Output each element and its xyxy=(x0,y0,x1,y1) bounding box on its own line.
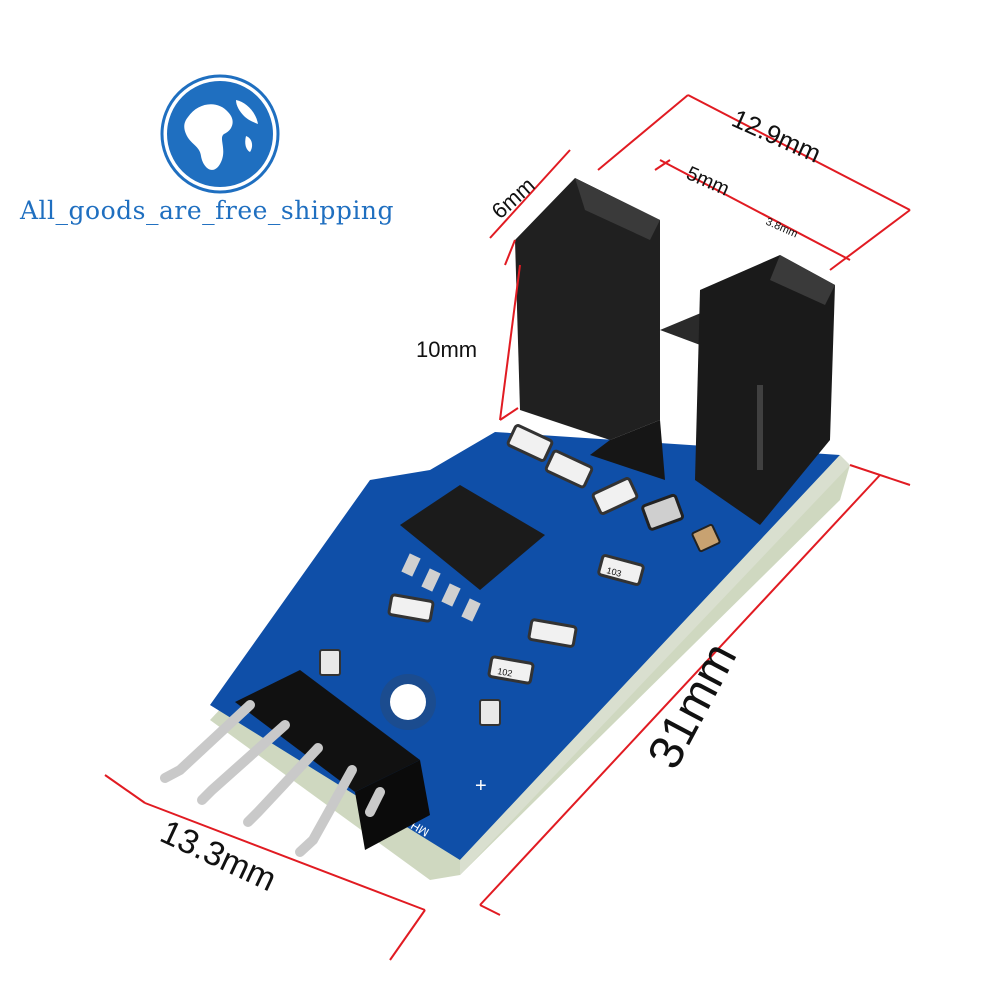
board-label-103: 103 xyxy=(605,565,622,579)
brand-tagline: All_goods_are_free_shipping xyxy=(20,196,394,225)
dim-board-width: 13.3mm xyxy=(155,813,282,899)
dim-top-width: 12.9mm xyxy=(728,103,826,169)
globe-logo-icon xyxy=(160,74,280,194)
header-pins xyxy=(160,670,430,857)
board-label-plus: + xyxy=(475,775,487,797)
smd-components: 103 102 + MH xyxy=(319,424,721,840)
dim-arm-width: 3.8mm xyxy=(764,216,800,241)
dim-height: 10mm xyxy=(416,337,477,362)
slot-sensor xyxy=(515,178,835,525)
ic-chip xyxy=(400,485,545,622)
board-label-102: 102 xyxy=(497,666,514,678)
dim-length: 31mm xyxy=(638,635,747,778)
dim-slot-width: 5mm xyxy=(683,162,733,200)
dim-depth: 6mm xyxy=(487,172,540,223)
